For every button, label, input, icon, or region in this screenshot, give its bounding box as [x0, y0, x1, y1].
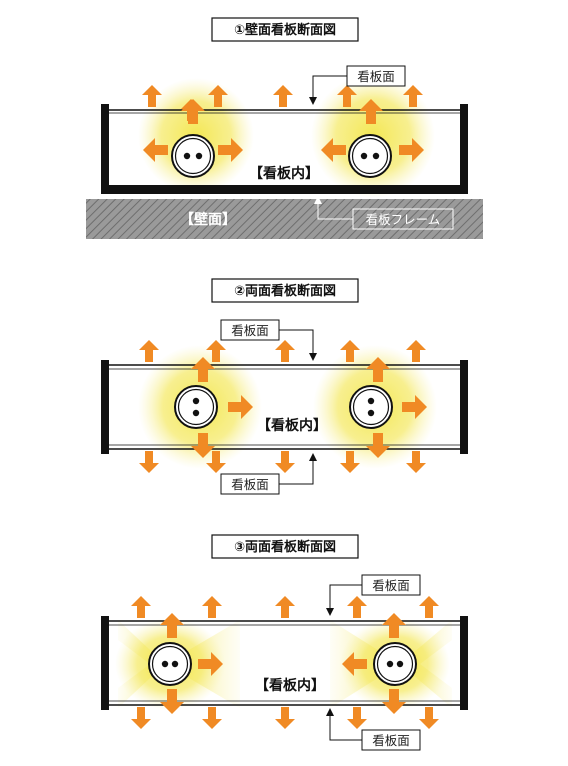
diagram-2-title: ②両面看板断面図 — [234, 283, 336, 299]
diagram-3-double-sided: ③両面看板断面図 — [101, 534, 468, 751]
diagram-1-title: ①壁面看板断面図 — [234, 22, 336, 38]
lamp-icon — [349, 385, 393, 429]
wall-hatch — [86, 199, 483, 239]
lamp-icon — [148, 642, 192, 686]
panel-callout-label-bottom: 看板面 — [231, 477, 269, 492]
panel-callout-label-top: 看板面 — [231, 323, 269, 338]
diagram-2-double-sided: ②両面看板断面図 看板面 — [101, 278, 468, 495]
frame-right-post — [460, 104, 468, 193]
frame-right-post — [460, 616, 468, 710]
inner-label-1: 【看板内】 — [249, 165, 319, 182]
frame-callout-label: 看板フレーム — [366, 212, 441, 227]
title-box-1 — [211, 17, 359, 42]
title-box-3 — [211, 534, 359, 559]
inner-label-3: 【看板内】 — [255, 677, 325, 694]
frame-left-post — [101, 360, 109, 454]
frame-left-post — [101, 104, 109, 193]
panel-callout-label-top: 看板面 — [372, 578, 410, 593]
wall-label: 【壁面】 — [180, 211, 236, 228]
inner-label-2: 【看板内】 — [257, 417, 327, 434]
title-box-2 — [211, 278, 359, 303]
panel-callout-label-bottom: 看板面 — [372, 733, 410, 748]
lamp-icon — [373, 642, 417, 686]
panel-callout-label: 看板面 — [357, 69, 395, 84]
diagram-1-wall-signboard: ①壁面看板断面図 【壁面】 — [86, 17, 483, 239]
diagram-3-title: ③両面看板断面図 — [234, 539, 336, 555]
frame-right-post — [460, 360, 468, 454]
frame-left-post — [101, 616, 109, 710]
frame-bottom — [101, 185, 468, 194]
lamp-icon — [171, 134, 215, 178]
lamp-icon — [174, 385, 218, 429]
lamp-icon — [348, 134, 392, 178]
